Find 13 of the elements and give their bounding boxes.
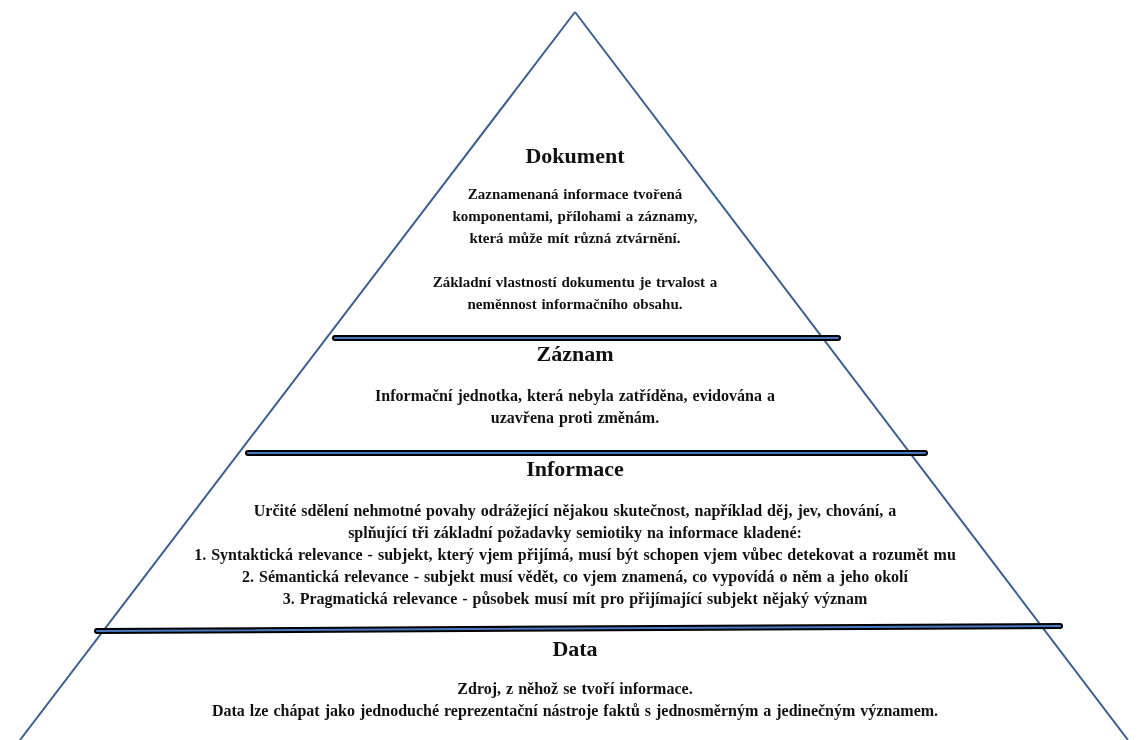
layer-heading: Dokument: [525, 143, 625, 169]
layer-heading: Data: [552, 636, 598, 662]
layer-description: Zaznamenaná informace tvořená komponentami, přílohami a záznamy, která může mít různá ztvárnění.: [451, 185, 699, 248]
layer-description: Informační jednotka, která nebyla zatříděna, evidována a uzavřena proti změnám.: [374, 386, 776, 429]
layer-description: 1. Syntaktická relevance - subjekt, který vjem přijímá, musí být schopen vjem vůbec detekovat a rozumět mu: [194, 545, 956, 566]
layer-heading: Záznam: [536, 341, 614, 367]
layer-description: Zdroj, z něhož se tvoří informace.: [457, 679, 693, 700]
layer-description: Určité sdělení nehmotné povahy odrážející nějakou skutečnost, například děj, jev, chování, a splňující tři základní požadavky semiotiky na informace kladené:: [252, 501, 898, 544]
layer-description: 3. Pragmatická relevance - působek musí mít pro přijímající subjekt nějaký význam: [282, 589, 868, 610]
layer-description: 2. Sémantická relevance - subjekt musí vědět, co vjem znamená, co vypovídá o něm a jeho okolí: [242, 567, 908, 588]
layer-description: Základní vlastností dokumentu je trvalost a neměnnost informačního obsahu.: [431, 273, 719, 314]
layer-description: Data lze chápat jako jednoduché reprezentační nástroje faktů s jednosměrným a jedinečným významem.: [211, 701, 939, 722]
layer-heading: Informace: [526, 456, 624, 482]
